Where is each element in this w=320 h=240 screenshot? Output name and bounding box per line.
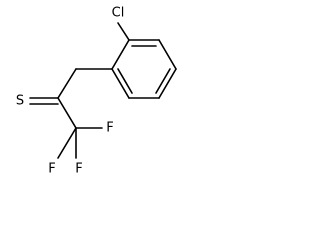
- chlorine-label: Cl: [112, 6, 125, 21]
- fluorine-right-label: F: [106, 121, 113, 136]
- ring-double-bond-lower-right: [155, 68, 171, 94]
- ring-bond-lower-right: [158, 68, 177, 99]
- c-f-bond-left: [57, 127, 77, 159]
- ring-bond-lower-left: [111, 68, 130, 99]
- ch2-thione-carbon-bond: [57, 68, 77, 99]
- sulfur-label: S: [16, 94, 24, 109]
- benzene-ring: [111, 39, 177, 99]
- ring-bond-upper-left: [111, 39, 130, 70]
- ring-double-bond-lower-left: [117, 68, 133, 94]
- c-cl-bond: [117, 22, 130, 41]
- fluorine-left-label: F: [48, 162, 55, 177]
- structure-canvas: Cl S F F F: [0, 0, 191, 190]
- ring-bond-upper-right: [158, 39, 177, 70]
- molecule-diagram: Cl S F F F: [16, 6, 177, 177]
- fluorine-bottom-label: F: [75, 162, 82, 177]
- thione-cf3-bond: [57, 97, 77, 129]
